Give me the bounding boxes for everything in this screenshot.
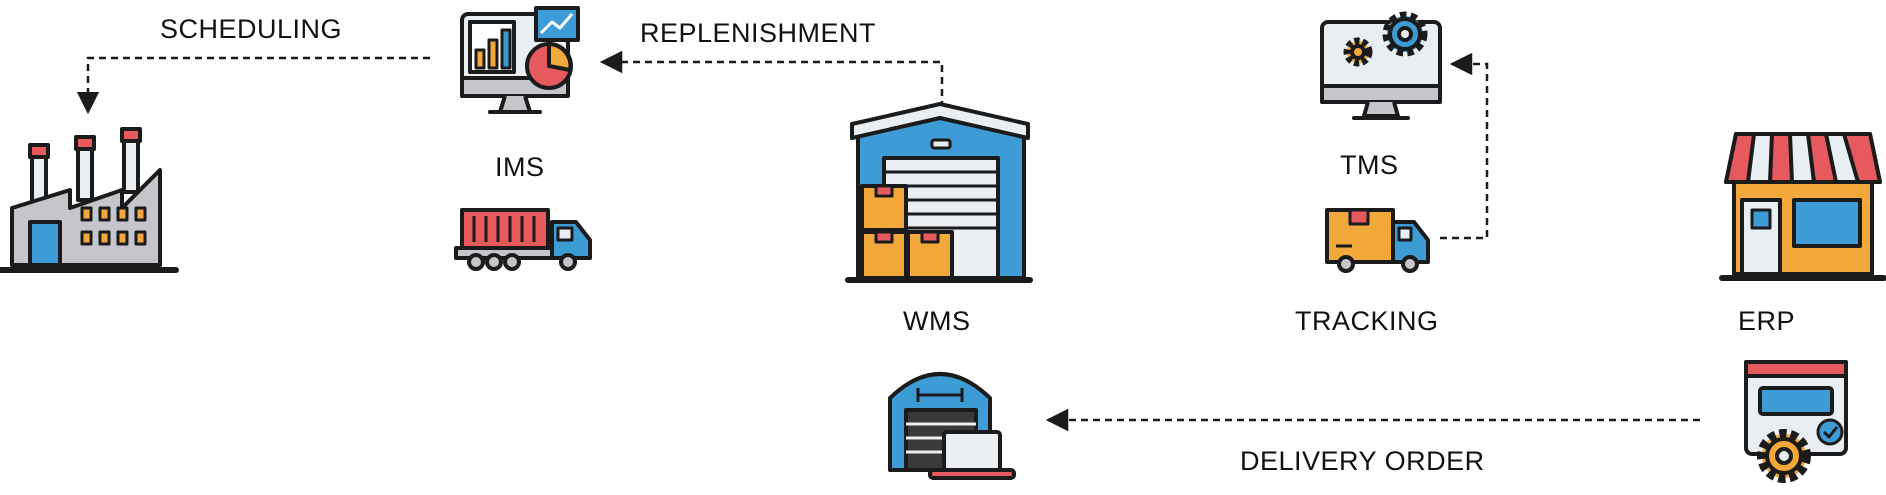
tms-label: TMS (1340, 150, 1399, 180)
delivery-truck-icon (1325, 208, 1430, 273)
tracking-arrow (1440, 52, 1489, 240)
wms-label: WMS (903, 306, 970, 336)
warehouse-icon (845, 102, 1033, 283)
gear-monitor-icon (1320, 11, 1442, 120)
container-truck-icon (454, 208, 592, 271)
replenishment-label: REPLENISHMENT (640, 18, 876, 48)
factory-icon (0, 127, 179, 273)
scheduling-arrow (76, 56, 430, 115)
ims-label: IMS (495, 152, 545, 182)
delivery-order-label: DELIVERY ORDER (1240, 446, 1485, 476)
analytics-monitor-icon (460, 6, 580, 114)
store-icon (1719, 132, 1886, 281)
scheduling-label: SCHEDULING (160, 14, 342, 44)
warehouse-laptop-icon (888, 372, 1016, 480)
erp-label: ERP (1738, 306, 1795, 336)
erp-settings-icon (1744, 360, 1848, 483)
tracking-label: TRACKING (1295, 306, 1439, 336)
replenishment-arrow (599, 50, 944, 108)
